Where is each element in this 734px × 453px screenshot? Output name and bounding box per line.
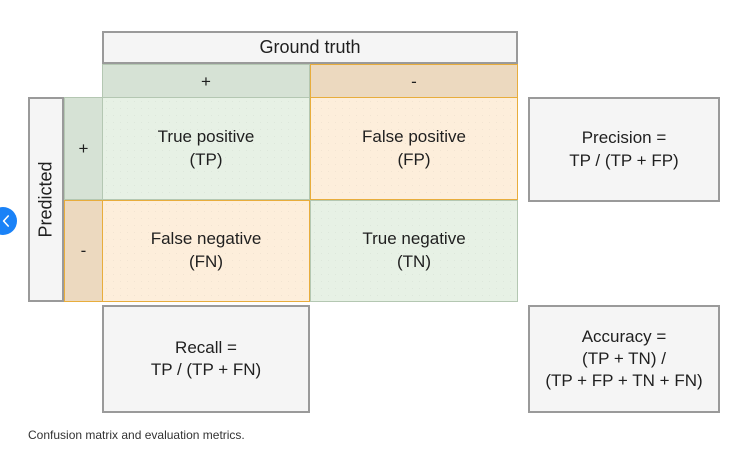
carousel-prev-button[interactable] [0, 207, 17, 235]
chevron-left-icon [0, 215, 10, 227]
predicted-negative-header: - [64, 200, 102, 302]
cell-false-positive: False positive (FP) [310, 97, 518, 200]
metric-precision: Precision = TP / (TP + FP) [528, 97, 720, 202]
ground-truth-negative-header: - [310, 64, 518, 98]
predicted-axis-label: Predicted [28, 97, 64, 302]
cell-true-positive: True positive (TP) [102, 97, 310, 200]
metric-accuracy: Accuracy = (TP + TN) / (TP + FP + TN + F… [528, 305, 720, 413]
cell-true-negative: True negative (TN) [310, 200, 518, 302]
ground-truth-positive-header: + [102, 64, 310, 98]
predicted-positive-header: + [64, 97, 102, 200]
cell-false-negative: False negative (FN) [102, 200, 310, 302]
figure-caption: Confusion matrix and evaluation metrics. [28, 428, 245, 442]
ground-truth-header: Ground truth [102, 31, 518, 64]
predicted-axis-label-text: Predicted [35, 161, 56, 238]
metric-recall: Recall = TP / (TP + FN) [102, 305, 310, 413]
